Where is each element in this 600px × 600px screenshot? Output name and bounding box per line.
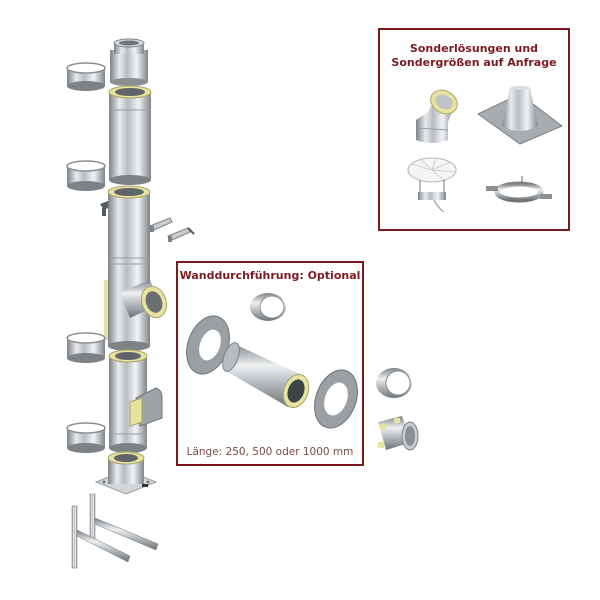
base-plate-icon	[94, 451, 158, 495]
wall-passthrough-box: Wanddurchführung: Optional Länge: 250, 5…	[176, 261, 364, 466]
roof-flashing-icon	[477, 86, 563, 145]
clamp-band-icon	[250, 293, 286, 321]
console-support-icon	[71, 493, 159, 569]
wall-bracket-clamp-icon	[486, 176, 552, 203]
clamp-band-icon	[66, 62, 106, 91]
wall-rosette-icon	[186, 315, 230, 375]
adapter-connector-icon	[378, 416, 419, 451]
title-line-2: Sondergrößen auf Anfrage	[391, 56, 557, 69]
elbow-45-icon	[416, 89, 458, 143]
wall-support-brackets-icon	[149, 217, 195, 242]
special-solutions-box: Sonderlösungen und Sondergrößen auf Anfr…	[378, 28, 570, 231]
mouth-piece-icon	[110, 38, 148, 86]
clamp-band-icon	[66, 160, 106, 191]
wall-pipe-icon	[222, 342, 310, 408]
rain-cap-icon	[407, 157, 457, 213]
wall-rosette-icon	[314, 369, 358, 429]
special-solutions-title: Sonderlösungen und Sondergrößen auf Anfr…	[380, 42, 568, 70]
clamp-band-icon	[66, 332, 106, 363]
tee-87-icon	[100, 185, 168, 351]
length-caption: Länge: 250, 500 oder 1000 mm	[186, 446, 354, 458]
inspection-element-icon	[108, 349, 163, 453]
clamp-band-icon	[376, 368, 412, 398]
title-line-1: Sonderlösungen und	[409, 42, 539, 55]
wall-passthrough-title: Wanddurchführung: Optional	[179, 269, 361, 282]
clamp-band-icon	[66, 422, 106, 453]
pipe-element-icon	[108, 85, 152, 185]
